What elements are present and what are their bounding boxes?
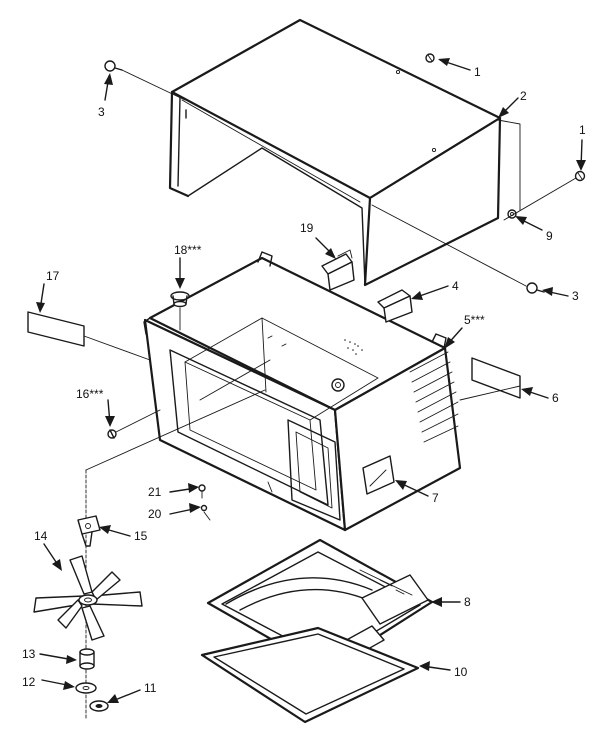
stirrer-fan-blade [33,555,143,641]
stirrer-assembly [33,469,143,721]
screw-21 [198,484,206,499]
bracket-4 [377,289,413,323]
screw-1-right [574,170,586,182]
callout-2: 2 [520,89,527,103]
callout-labels: 1 1 2 3 3 4 5*** 6 7 8 9 10 11 12 13 14 … [22,65,586,695]
callout-21: 21 [148,485,162,499]
washer-20 [200,504,208,512]
callout-17: 17 [46,269,60,283]
screw-16 [107,429,117,439]
screw-3-left [104,60,123,72]
callout-3-right: 3 [572,289,579,303]
callout-11: 11 [144,681,157,695]
stirrer-washer [75,682,97,694]
label-plate-17 [27,311,85,347]
callout-16: 16*** [76,387,104,401]
callout-9: 9 [546,229,553,243]
outer-cabinet-wrapper [168,18,502,287]
callout-20: 20 [148,507,162,521]
callout-1-top: 1 [474,65,481,79]
top-perforation [344,339,363,355]
callout-7: 7 [432,491,439,505]
callout-1-right: 1 [579,123,586,137]
bottom-cover [200,626,420,724]
bracket-19 [321,249,355,291]
callout-13: 13 [22,647,36,661]
grommet-18 [170,291,190,308]
screw-1-top [425,53,435,63]
assembly-leaders [83,69,577,521]
callout-12: 12 [22,675,36,689]
stirrer-bracket [77,515,101,547]
callout-6: 6 [552,391,559,405]
label-7 [362,455,395,495]
callout-8: 8 [464,595,471,609]
oven-chassis [143,251,462,532]
screw-3-right [526,282,545,294]
callout-4: 4 [452,279,459,293]
callout-5: 5*** [464,313,485,327]
callout-19: 19 [300,221,314,235]
callout-arrows [36,58,586,703]
cover-plate-6 [471,357,521,399]
callout-14: 14 [34,529,48,543]
vent-grille [409,351,459,443]
callout-3-left: 3 [98,105,105,119]
callout-15: 15 [134,529,148,543]
stirrer-spindle [79,648,95,670]
callout-18: 18*** [174,243,202,257]
callout-10: 10 [454,665,468,679]
